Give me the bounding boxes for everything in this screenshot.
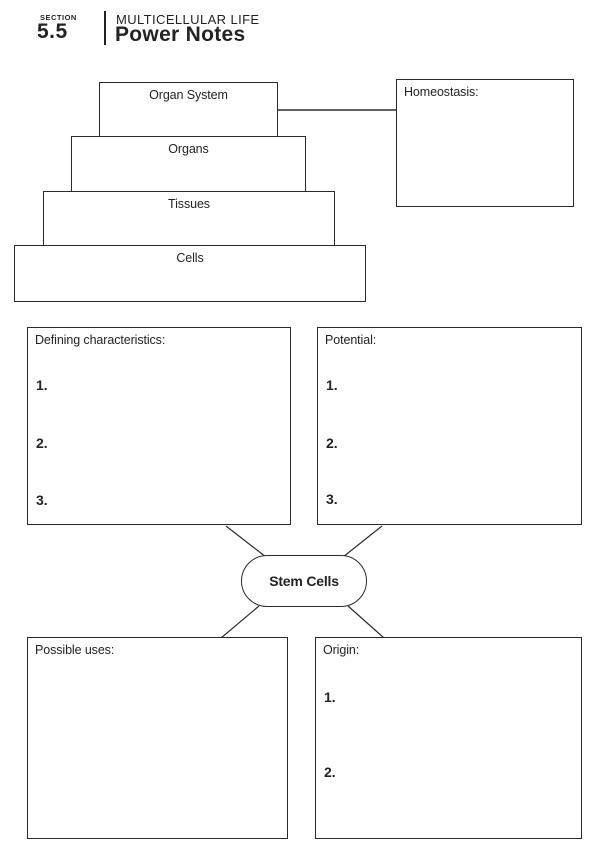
potential-item-1: 1.	[326, 377, 338, 393]
defining-item-2: 2.	[36, 435, 48, 451]
line-defining-to-stem-cells	[225, 525, 267, 558]
homeostasis-box: Homeostasis:	[396, 79, 574, 207]
possible-uses-label: Possible uses:	[35, 643, 115, 657]
potential-box: Potential: 1. 2. 3.	[317, 327, 582, 525]
line-stem-cells-to-possible-uses	[220, 605, 260, 639]
line-stem-cells-to-origin	[347, 605, 385, 639]
potential-item-3: 3.	[326, 491, 338, 507]
pyramid-label-organs: Organs	[168, 142, 209, 156]
header-divider	[104, 11, 106, 45]
pyramid-box-organs: Organs	[71, 136, 306, 192]
defining-characteristics-label: Defining characteristics:	[35, 333, 166, 347]
stem-cells-label: Stem Cells	[269, 573, 339, 589]
stem-cells-oval: Stem Cells	[241, 555, 367, 607]
homeostasis-label: Homeostasis:	[404, 85, 479, 99]
potential-item-2: 2.	[326, 435, 338, 451]
pyramid-box-tissues: Tissues	[43, 191, 335, 246]
section-label: SECTION	[40, 13, 77, 22]
chapter-title: MULTICELLULAR LIFE	[116, 12, 260, 27]
page-title: Power Notes	[115, 23, 246, 46]
origin-label: Origin:	[323, 643, 360, 657]
pyramid-label-tissues: Tissues	[168, 197, 210, 211]
defining-item-3: 3.	[36, 492, 48, 508]
section-number: 5.5	[37, 20, 68, 43]
origin-item-2: 2.	[324, 764, 336, 780]
line-potential-to-stem-cells	[342, 525, 383, 558]
pyramid-label-organ-system: Organ System	[149, 88, 228, 102]
potential-label: Potential:	[325, 333, 377, 347]
possible-uses-box: Possible uses:	[27, 637, 288, 839]
pyramid-label-cells: Cells	[176, 251, 204, 265]
origin-box: Origin: 1. 2.	[315, 637, 582, 839]
pyramid-box-cells: Cells	[14, 245, 366, 302]
origin-item-1: 1.	[324, 689, 336, 705]
defining-characteristics-box: Defining characteristics: 1. 2. 3.	[27, 327, 291, 525]
defining-item-1: 1.	[36, 377, 48, 393]
pyramid-box-organ-system: Organ System	[99, 82, 278, 137]
